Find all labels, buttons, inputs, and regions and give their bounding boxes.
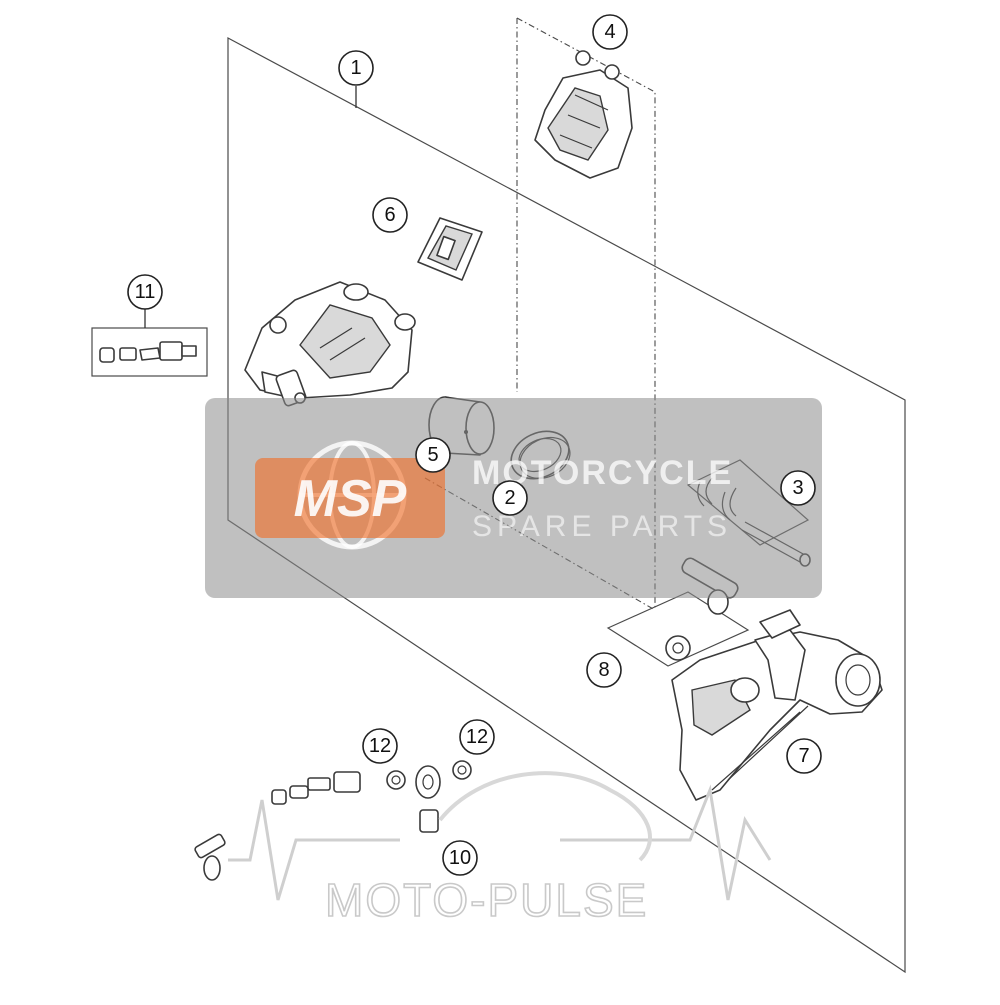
svg-text:5: 5	[427, 444, 438, 466]
assembly-frame	[227, 36, 906, 974]
msp-line2: SPARE PARTS	[472, 510, 732, 543]
svg-text:2: 2	[504, 487, 515, 509]
motopulse-watermark: MOTO-PULSE	[228, 771, 772, 927]
svg-text:12: 12	[466, 726, 488, 748]
svg-text:6: 6	[384, 204, 395, 226]
svg-text:10: 10	[449, 847, 471, 869]
svg-text:7: 7	[798, 745, 809, 767]
caliper-body-part	[244, 281, 416, 407]
msp-logo-text: MSP	[294, 470, 407, 528]
callout-1: 1	[338, 50, 374, 86]
callout-11: 11	[127, 274, 163, 310]
callout-12-left: 12	[362, 728, 398, 764]
svg-text:4: 4	[604, 21, 615, 43]
bleeder-kit-part	[91, 327, 208, 377]
leader-lines	[144, 86, 357, 328]
callout-7: 7	[786, 738, 822, 774]
svg-text:1: 1	[350, 57, 361, 79]
callout-10: 10	[442, 840, 478, 876]
svg-text:11: 11	[135, 281, 156, 303]
brake-hose-part	[133, 760, 472, 968]
callout-12-right: 12	[459, 719, 495, 755]
svg-text:12: 12	[369, 735, 391, 757]
callout-4: 4	[592, 14, 628, 50]
msp-logo-box	[255, 458, 445, 538]
svg-text:3: 3	[792, 477, 803, 499]
svg-text:8: 8	[598, 659, 609, 681]
callout-3: 3	[780, 470, 816, 506]
brake-pads-part	[534, 50, 633, 179]
callout-6: 6	[372, 197, 408, 233]
pad-spring-part	[417, 217, 483, 281]
callout-2: 2	[492, 480, 528, 516]
callout-5: 5	[415, 437, 451, 473]
caliper-support-part	[671, 609, 883, 801]
motopulse-text: MOTO-PULSE	[325, 874, 648, 926]
callout-8: 8	[586, 652, 622, 688]
